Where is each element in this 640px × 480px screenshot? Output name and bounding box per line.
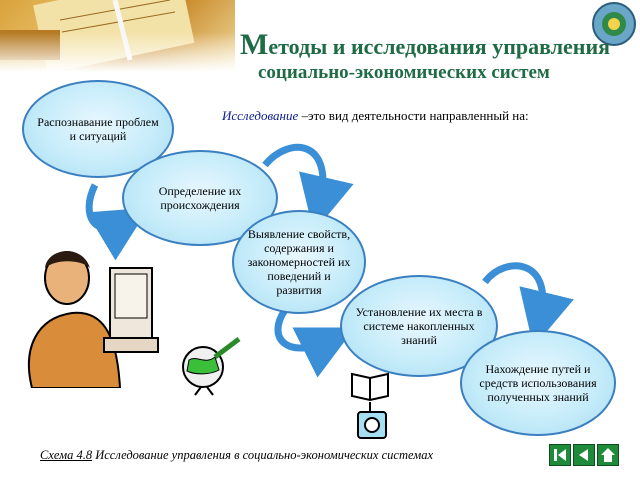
arrow-2 [262,143,354,233]
customs-logo [592,2,636,46]
home-button[interactable] [597,444,619,466]
intro-highlight: Исследование [222,108,299,123]
arrow-1 [85,183,150,261]
person-at-computer-image [27,251,159,388]
header-photo [0,0,235,72]
first-slide-icon [554,449,566,461]
intro-text: Исследование –это вид деятельности напра… [222,108,529,123]
book-camera-image [351,372,389,439]
first-slide-button[interactable] [549,444,571,466]
globe-pen-image [182,337,241,396]
step-3: Выявление свойств, содержания и закономе… [232,210,366,314]
arrow-4 [482,262,574,348]
arrow-3 [274,308,356,378]
home-icon [601,448,615,462]
page-title: Методы и исследования управления [240,28,611,61]
step-5: Нахождение путей и средств использования… [460,330,616,436]
previous-slide-icon [579,449,588,461]
page-subtitle: социально-экономических систем [258,62,550,83]
previous-slide-button[interactable] [573,444,595,466]
scheme-caption: Схема 4.8 Исследование управления в соци… [40,448,433,462]
